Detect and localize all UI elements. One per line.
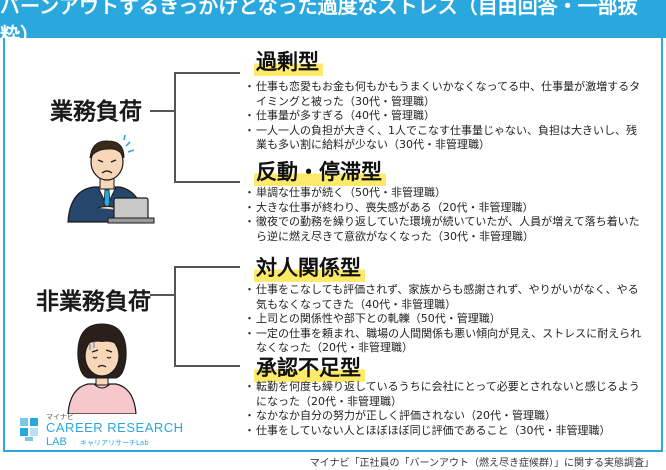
- rebound-stagnation-type-list: 単調な仕事が続く（50代・非管理職） 大きな仕事が終わり、喪失感がある（20代・…: [244, 186, 644, 244]
- list-item: 仕事量が多すぎる（40代・管理職）: [244, 109, 644, 124]
- list-item: 仕事をしていない人とほぼほぼ同じ評価であること（30代・非管理職）: [244, 424, 644, 439]
- list-item: 仕事も恋愛もお金も何もかもうまくいかなくなってる中、仕事量が激増するタイミングと…: [244, 80, 644, 109]
- heading-interpersonal-type: 対人関係型: [254, 252, 365, 282]
- page-title: バーンアウトするきっかけとなった過度なストレス（自由回答・一部抜粋）: [0, 0, 666, 47]
- stressed-businessman-illustration: [67, 134, 155, 224]
- logo-title-text: CAREER RESEARCH: [46, 420, 184, 435]
- category-non-work-load: 非業務負荷: [36, 289, 151, 315]
- bracket-non-work-load: [150, 266, 244, 367]
- list-item: 上司との関係性や部下との軋轢（50代・管理職）: [244, 312, 644, 327]
- excess-type-list: 仕事も恋愛もお金も何もかもうまくいかなくなってる中、仕事量が激増するタイミングと…: [244, 80, 644, 153]
- list-item: 大きな仕事が終わり、喪失感がある（20代・非管理職）: [244, 201, 644, 216]
- lack-of-recognition-type-list: 転勤を何度も繰り返しているうちに会社にとって必要とされないと感じるようになった（…: [244, 380, 644, 438]
- career-research-lab-logo: マイナビ CAREER RESEARCH LAB キャリアリサーチLab: [18, 410, 218, 450]
- list-item: 一定の仕事を頼まれ、職場の人間関係も悪い傾向が見え、ストレスに耐えられなくなった…: [244, 327, 644, 356]
- logo-sub-japanese-text: キャリアリサーチLab: [80, 439, 149, 447]
- heading-rebound-stagnation-type: 反動・停滞型: [254, 156, 386, 186]
- list-item: 仕事をこなしても評価されず、家族からも感謝されず、やりがいがなく、やる気もなくな…: [244, 283, 644, 312]
- source-footnote: マイナビ「正社員の「バーンアウト（燃え尽き症候群）」に関する実態調査」: [309, 458, 654, 469]
- list-item: 転勤を何度も繰り返しているうちに会社にとって必要とされないと感じるようになった（…: [244, 380, 644, 409]
- list-item: 一人一人の負担が大きく、1人でこなす仕事量じゃない、負担は大きいし、残業も多い割…: [244, 124, 644, 153]
- heading-lack-of-recognition-type: 承認不足型: [254, 352, 365, 382]
- list-item: 単調な仕事が続く（50代・非管理職）: [244, 186, 644, 201]
- logo-small-text: マイナビ: [46, 413, 74, 421]
- list-item: なかなか自分の努力が正しく評価されない（20代・管理職）: [244, 409, 644, 424]
- list-item: 徹夜での勤務を繰り返していた環境が続いていたが、人員が増えて落ち着いたら逆に燃え…: [244, 215, 644, 244]
- interpersonal-type-list: 仕事をこなしても評価されず、家族からも感謝されず、やりがいがなく、やる気もなくな…: [244, 283, 644, 356]
- bracket-work-load: [150, 72, 244, 183]
- category-work-load: 業務負荷: [50, 99, 142, 125]
- heading-excess-type: 過剰型: [254, 46, 323, 76]
- logo-sub-text: LAB: [46, 436, 67, 448]
- worried-woman-illustration: [67, 323, 137, 414]
- logo-mark-icon: [20, 418, 38, 441]
- content-frame: [3, 38, 663, 452]
